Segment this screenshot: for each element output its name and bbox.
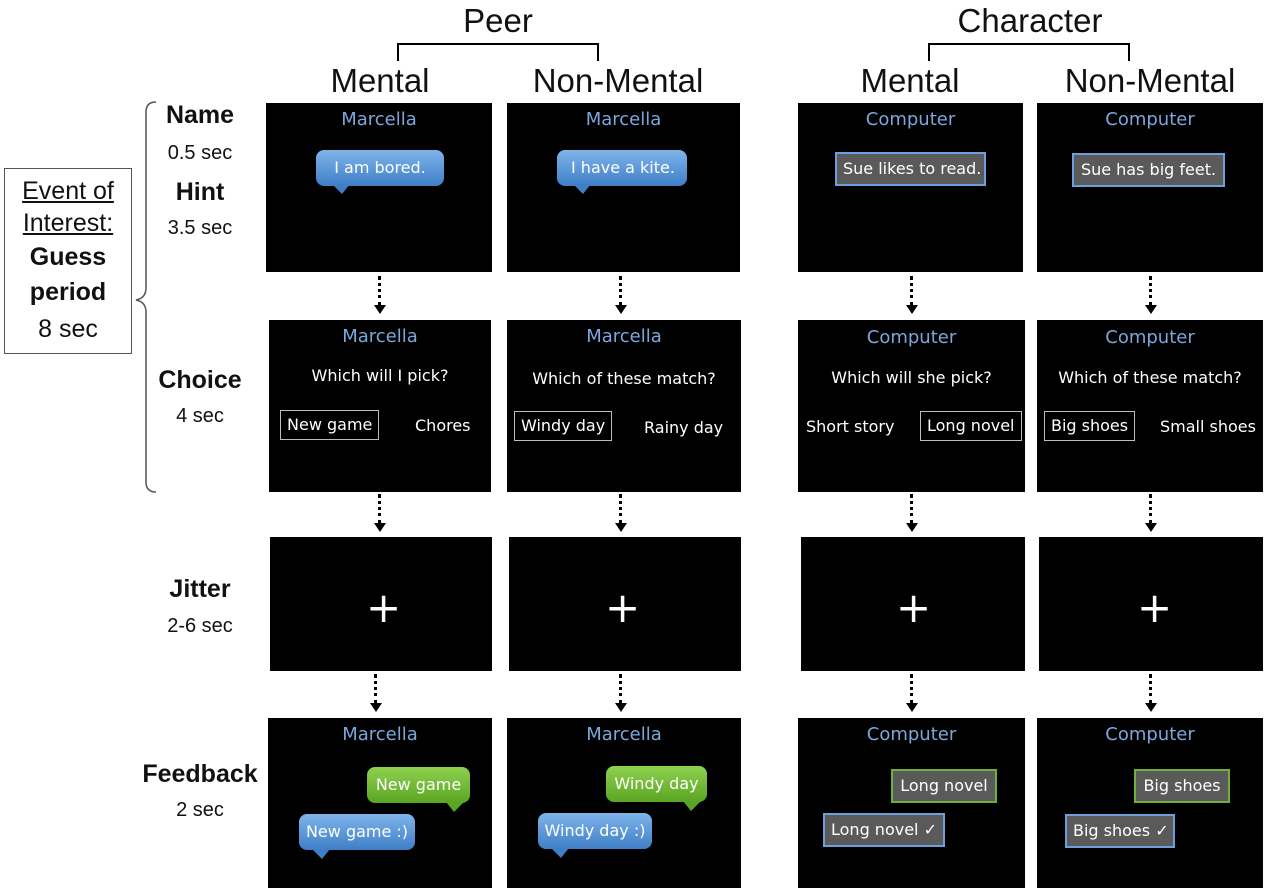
- choice-option: Small shoes: [1160, 417, 1256, 436]
- row-time-name: 0.5 sec: [167, 142, 233, 164]
- panel-name-label: Marcella: [586, 326, 662, 347]
- panel-feedback-char-mental: Computer Long novel Long novel ✓: [798, 718, 1025, 888]
- choice-question: Which will I pick?: [311, 366, 449, 385]
- feedback-guess-box: Long novel ✓: [823, 813, 945, 847]
- choice-option-selected: Windy day: [514, 411, 613, 441]
- hint-box: Sue likes to read.: [835, 152, 986, 186]
- panel-name-label: Computer: [866, 327, 957, 348]
- event-of-interest-box: Event of Interest: Guess period 8 sec: [4, 168, 132, 354]
- bubble-tail: [446, 802, 464, 812]
- row-label-jitter: Jitter: [169, 575, 231, 603]
- panel-name-label: Marcella: [586, 724, 662, 745]
- event-line-2: Interest:: [22, 209, 114, 237]
- choice-question: Which of these match?: [532, 369, 716, 388]
- row-time-jitter: 2-6 sec: [167, 615, 233, 637]
- choice-option-selected: Long novel: [920, 411, 1022, 441]
- feedback-guess-bubble: New game :): [299, 814, 415, 850]
- choice-question: Which of these match?: [1058, 368, 1242, 387]
- panel-feedback-char-nonmental: Computer Big shoes Big shoes ✓: [1037, 718, 1263, 888]
- panel-name-label: Marcella: [341, 109, 417, 130]
- panel-hint-char-nonmental: Computer Sue has big feet.: [1037, 103, 1263, 272]
- hint-box: Sue has big feet.: [1072, 153, 1225, 187]
- panel-name-label: Computer: [1105, 327, 1195, 348]
- header-char-mental: Mental: [860, 62, 960, 99]
- choice-option: Rainy day: [644, 418, 724, 437]
- row-time-hint: 3.5 sec: [167, 217, 233, 239]
- choice-option-selected: New game: [280, 410, 380, 440]
- panel-choice-peer-mental: Marcella Which will I pick? New game Cho…: [269, 320, 491, 492]
- choice-option-selected: Big shoes: [1044, 411, 1136, 441]
- fixation-cross: +: [366, 583, 402, 632]
- row-time-choice: 4 sec: [176, 405, 224, 427]
- hint-bubble: I am bored.: [316, 150, 444, 186]
- panel-feedback-peer-mental: Marcella New game New game :): [268, 718, 492, 888]
- panel-jitter-peer-mental: +: [270, 537, 492, 671]
- bubble-tail: [551, 848, 569, 858]
- panel-feedback-peer-nonmental: Marcella Windy day Windy day :): [507, 718, 741, 888]
- feedback-guess-bubble: Windy day :): [538, 813, 652, 849]
- panel-jitter-char-nonmental: +: [1039, 537, 1263, 671]
- choice-option: Chores: [415, 416, 471, 435]
- row-label-hint: Hint: [175, 178, 225, 206]
- header-character: Character: [957, 2, 1103, 39]
- bubble-tail: [683, 801, 701, 811]
- row-time-feedback: 2 sec: [176, 799, 224, 821]
- feedback-answer-bubble: New game: [367, 767, 470, 803]
- feedback-answer-bubble: Windy day: [606, 766, 707, 802]
- feedback-answer-box: Big shoes: [1134, 769, 1230, 803]
- header-peer-nonmental: Non-Mental: [532, 62, 704, 99]
- row-label-choice: Choice: [158, 366, 242, 394]
- fixation-cross: +: [605, 583, 641, 632]
- panel-choice-peer-nonmental: Marcella Which of these match? Windy day…: [507, 320, 741, 492]
- header-peer-mental: Mental: [330, 62, 430, 99]
- panel-name-label: Marcella: [342, 326, 418, 347]
- panel-name-label: Marcella: [585, 109, 662, 130]
- event-line-3: Guess: [29, 243, 107, 271]
- header-peer: Peer: [463, 2, 533, 39]
- choice-question: Which will she pick?: [831, 368, 992, 387]
- bubble-tail: [573, 184, 591, 194]
- panel-choice-char-nonmental: Computer Which of these match? Big shoes…: [1037, 320, 1263, 492]
- panel-choice-char-mental: Computer Which will she pick? Short stor…: [798, 320, 1025, 492]
- fixation-cross: +: [896, 583, 932, 632]
- bubble-tail: [312, 849, 330, 859]
- event-line-5: 8 sec: [38, 315, 98, 343]
- panel-name-label: Computer: [1105, 724, 1195, 745]
- feedback-guess-box: Big shoes ✓: [1065, 814, 1175, 848]
- panel-hint-char-mental: Computer Sue likes to read.: [798, 103, 1023, 272]
- event-line-1: Event of: [22, 177, 114, 205]
- panel-hint-peer-nonmental: Marcella I have a kite.: [507, 103, 740, 272]
- row-label-feedback: Feedback: [142, 760, 258, 788]
- event-line-4: period: [29, 278, 107, 306]
- choice-option: Short story: [806, 417, 895, 436]
- panel-name-label: Computer: [865, 109, 956, 130]
- row-label-name: Name: [165, 101, 235, 129]
- panel-name-label: Computer: [866, 724, 957, 745]
- panel-name-label: Marcella: [342, 724, 418, 745]
- panel-hint-peer-mental: Marcella I am bored.: [266, 103, 492, 272]
- feedback-answer-box: Long novel: [891, 769, 997, 803]
- bubble-tail: [332, 184, 350, 194]
- fixation-cross: +: [1137, 583, 1173, 632]
- panel-jitter-peer-nonmental: +: [509, 537, 741, 671]
- panel-jitter-char-mental: +: [801, 537, 1025, 671]
- header-char-nonmental: Non-Mental: [1064, 62, 1236, 99]
- guess-period-brace: [135, 101, 157, 493]
- hint-bubble: I have a kite.: [557, 150, 687, 186]
- panel-name-label: Computer: [1105, 109, 1195, 130]
